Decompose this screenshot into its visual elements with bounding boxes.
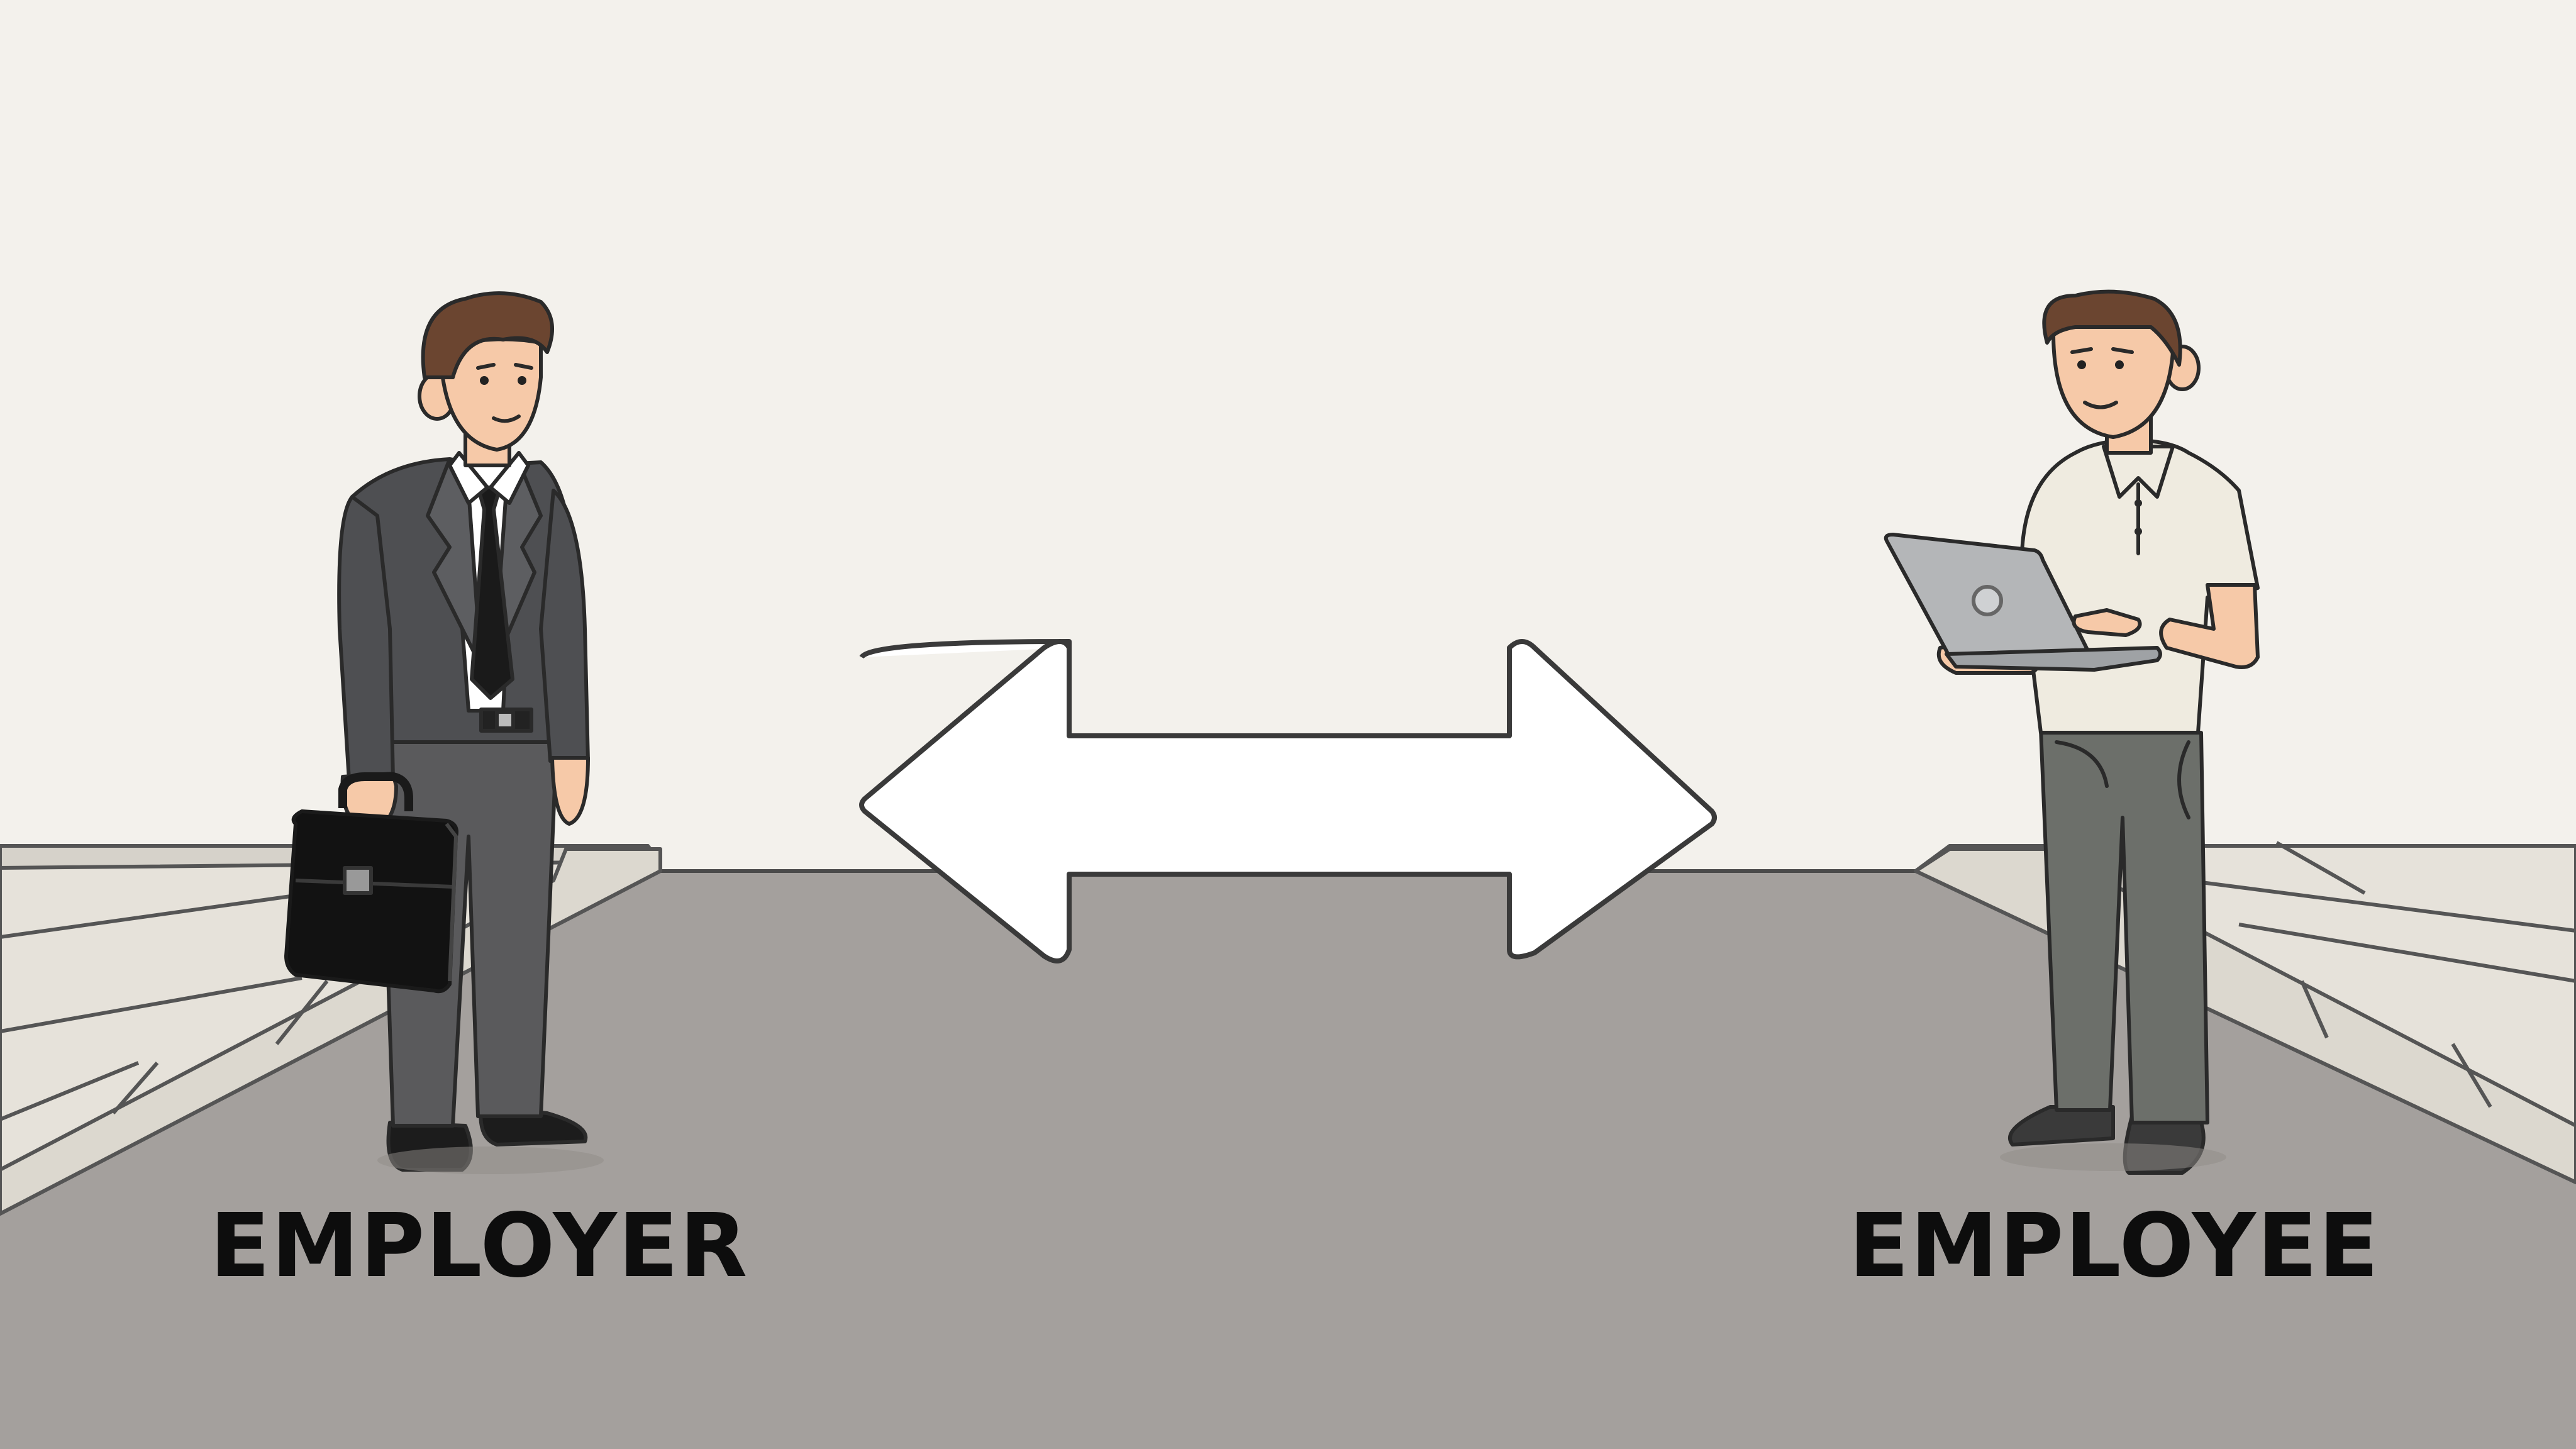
employee-mouth [2083, 401, 2118, 409]
employee-trousers [2039, 728, 2209, 1124]
employee-label: EMPLOYEE [1848, 1195, 2380, 1297]
employee-shadow [2000, 1143, 2226, 1171]
employee-typing-hand [2072, 608, 2142, 637]
employee-left-shoe [2008, 1105, 2115, 1146]
employee-eye-left [2077, 360, 2086, 369]
employer-eye-right [518, 376, 526, 385]
briefcase-icon [284, 772, 458, 994]
employer-hair [421, 291, 554, 379]
employee-eye-right [2115, 360, 2124, 369]
employer-label: EMPLOYER [209, 1195, 749, 1297]
employee-figure [1884, 289, 2260, 1175]
employer-shadow [377, 1146, 604, 1174]
employee-right-arm [2159, 583, 2260, 669]
employer-right-sleeve [539, 489, 590, 763]
employer-figure [337, 291, 590, 1172]
road [0, 871, 2576, 1449]
employer-mouth [492, 414, 521, 423]
employee-hair [2042, 289, 2182, 367]
employer-right-hand [550, 756, 590, 826]
employee-polo-collar [2102, 445, 2175, 499]
employer-eye-left [480, 376, 489, 385]
employer-collar [448, 451, 489, 505]
double-arrow-icon [859, 639, 1717, 963]
laptop-icon [1884, 533, 2162, 672]
